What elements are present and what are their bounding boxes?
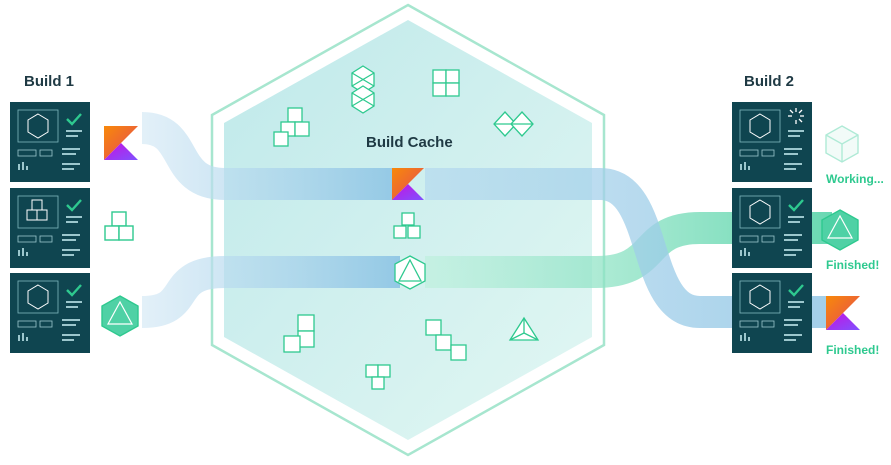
check-icon	[66, 199, 82, 212]
small-cubes-icon	[365, 364, 391, 390]
diagonal-cubes-icon	[425, 319, 467, 361]
cache-icons	[273, 65, 540, 390]
build2-card-1	[732, 102, 812, 182]
build2-card-2	[732, 188, 812, 268]
spinner-icon	[788, 108, 804, 124]
check-icon	[788, 284, 804, 297]
build1-title: Build 1	[24, 73, 75, 90]
stacked-cubes-icon	[273, 107, 310, 147]
build2-title: Build 2	[744, 73, 795, 90]
cached-hexagon-icon	[394, 255, 426, 290]
build1-card-3	[10, 273, 90, 353]
flow-kotlin-in	[140, 112, 400, 200]
status-finished-2: Finished!	[826, 343, 880, 357]
cached-kotlin-icon	[392, 168, 424, 200]
flow-hex-in	[141, 256, 400, 328]
double-pyramid-icon	[493, 111, 534, 137]
build1-kotlin-icon	[104, 126, 138, 160]
build1-cubes-icon	[104, 211, 134, 241]
working-cube-icon	[825, 125, 859, 163]
status-finished-1: Finished!	[826, 258, 880, 272]
build1-hexagon-icon	[101, 295, 139, 337]
cube-grid-icon	[432, 69, 460, 97]
check-icon	[66, 113, 82, 126]
check-icon	[788, 199, 804, 212]
check-icon	[66, 284, 82, 297]
tower-cubes-icon	[283, 314, 315, 353]
double-polyhedron-icon	[351, 65, 375, 114]
status-working: Working...	[826, 172, 884, 186]
finished-hexagon-icon	[821, 209, 859, 251]
cached-cubes-icon	[393, 212, 421, 239]
tetrahedron-icon	[508, 316, 540, 341]
build2-card-3	[732, 273, 812, 353]
build1-card-2	[10, 188, 90, 268]
flow-kotlin-out	[425, 168, 832, 328]
build1-card-1	[10, 102, 90, 182]
finished-kotlin-icon	[826, 296, 860, 330]
cache-title: Build Cache	[366, 134, 453, 151]
